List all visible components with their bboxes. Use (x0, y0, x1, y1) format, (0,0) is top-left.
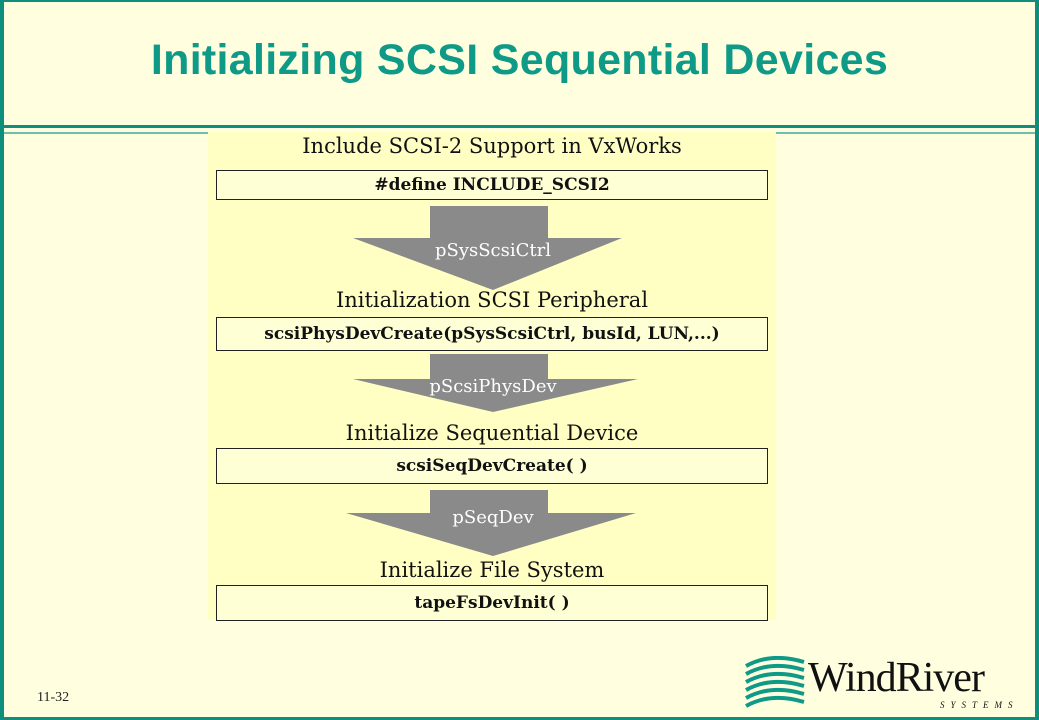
flow-arrows (346, 206, 638, 556)
step-2-label: Initialization SCSI Peripheral (335, 288, 649, 312)
step-3-code-box: scsiSeqDevCreate( ) (216, 448, 768, 484)
step-2-code-box: scsiPhysDevCreate(pSysScsiCtrl, busId, L… (216, 317, 768, 351)
arrow-2 (353, 354, 638, 412)
arrow-3-label: pSeqDev (452, 507, 534, 528)
logo-tagline: SYSTEMS (940, 700, 1019, 710)
step-4-code-box: tapeFsDevInit( ) (216, 585, 768, 621)
wave-logo-icon (745, 656, 805, 708)
slide-number: 11-32 (37, 690, 70, 705)
arrow-1 (353, 206, 622, 290)
step-4-label: Initialize File System (379, 558, 605, 582)
step-1-code-box: #define INCLUDE_SCSI2 (216, 170, 768, 200)
step-1-label: Include SCSI-2 Support in VxWorks (302, 134, 682, 158)
flow-diagram: pSysScsiCtrl pScsiPhysDev pSeqDev Includ… (208, 132, 776, 621)
page-title: Initializing SCSI Sequential Devices (150, 36, 889, 84)
arrow-2-label: pScsiPhysDev (429, 376, 557, 397)
windriver-logo: WindRiver SYSTEMS (744, 654, 1028, 714)
arrow-1-label: pSysScsiCtrl (434, 240, 552, 261)
arrow-3 (346, 490, 636, 556)
logo-wordmark: WindRiver (808, 655, 985, 701)
step-3-label: Initialize Sequential Device (345, 421, 639, 445)
